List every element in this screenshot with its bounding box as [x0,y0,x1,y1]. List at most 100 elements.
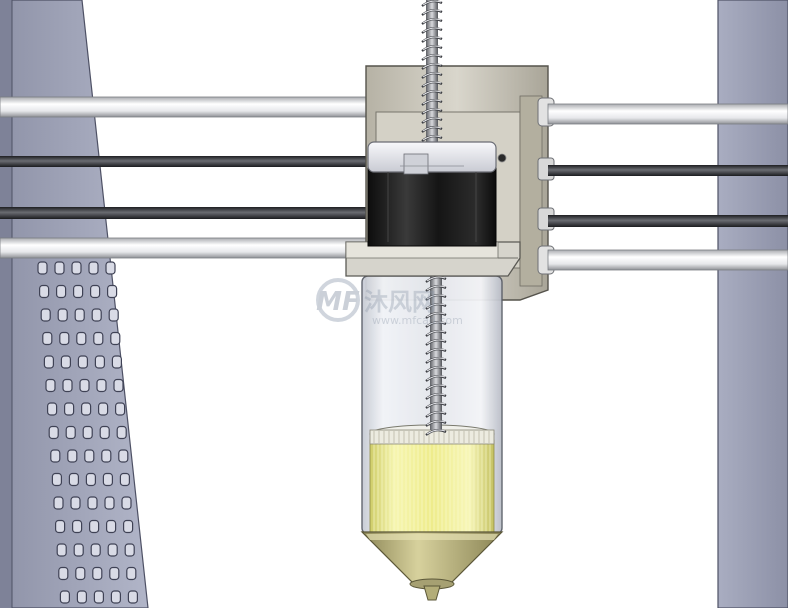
left-frame-panel [0,0,149,608]
vent-slot [56,543,67,557]
vent-slot [54,261,65,275]
vent-slot [114,402,126,416]
vent-slot [92,566,103,581]
rod-dark-lower-right [548,215,788,227]
vent-slot [58,566,69,581]
vent-slot [110,331,121,346]
vent-slot [50,449,61,463]
vent-slot [71,519,83,534]
vent-slot [54,519,66,534]
vent-slot [82,425,93,440]
vent-slot [60,355,72,369]
rod-white-upper-right [547,103,788,125]
vent-slot [90,543,101,557]
vent-slot [77,355,89,369]
vent-slot [53,496,64,510]
vent-slot [74,308,85,322]
rod-dark-lower-left [0,207,372,219]
watermark-logo: MF [316,287,360,317]
vent-slot [105,261,116,275]
vent-slot [70,496,81,510]
vent-slot [62,378,73,393]
right-frame-panel [717,0,788,608]
vent-slot [76,331,87,346]
vent-slot [72,284,84,299]
vent-slot [88,261,99,275]
motor-mount-plate [345,241,521,277]
vent-slot [111,355,123,369]
vent-slot [113,378,124,393]
vent-slot [76,590,88,604]
vent-slot [104,496,115,510]
watermark-brand: 沐风网 [364,288,436,316]
vent-slot [105,519,117,534]
rod-white-lower-left [0,237,373,259]
vent-slot [45,378,56,393]
vent-slot [84,449,95,463]
vent-slot [75,566,86,581]
vent-slot [88,519,100,534]
vent-slot [37,261,48,275]
lead-screw-inner [425,275,447,436]
paste-texture [373,444,491,532]
vent-slot [59,590,71,604]
vent-slot [102,472,114,487]
rod-white-upper-left [0,96,373,118]
vent-slot [101,449,112,463]
vent-slot [119,472,131,487]
rod-dark-upper-right [548,165,788,176]
vent-slot [40,308,51,322]
lead-screw-upper [421,0,443,151]
vent-slot [85,472,97,487]
rod-white-lower-right [547,249,788,271]
vent-slot [97,402,109,416]
vent-slot [79,378,90,393]
vent-slot [57,308,68,322]
nozzle-tip [423,585,441,601]
vent-slot [80,402,92,416]
right-guide-rods [547,103,788,271]
vent-slot [118,449,129,463]
watermark-url: www.mfcad.com [372,314,463,327]
rod-dark-upper-left [0,156,372,167]
vent-slot [48,425,59,440]
vent-slot [73,543,84,557]
vent-slot [43,355,55,369]
vent-slot [94,355,106,369]
vent-slot-grid [37,261,138,604]
vent-slot [99,425,110,440]
vent-slot [67,449,78,463]
plunger-ribs [373,431,490,443]
vent-slot [127,590,138,604]
vent-slot [96,378,107,393]
vent-slot [71,261,82,275]
vent-slot [46,402,58,416]
vent-slot [93,590,105,604]
vent-slot [38,284,50,299]
vent-slot [63,402,75,416]
vent-slot [109,566,120,581]
motor-screw-icon [497,153,507,163]
vent-slot [42,331,53,346]
vent-slot [106,284,118,299]
vent-slot [87,496,98,510]
watermark: MF 沐风网 www.mfcad.com [316,278,463,327]
vent-slot [107,543,118,557]
stepper-motor [367,141,507,247]
vent-slot [59,331,70,346]
vent-slot [93,331,104,346]
vent-slot [89,284,101,299]
nozzle-cone [360,531,504,601]
vent-slot [91,308,102,322]
vent-slot [122,519,134,534]
vent-slot [110,590,122,604]
vent-slot [51,472,63,487]
vent-slot [116,425,127,440]
vent-slot [108,308,119,322]
vent-slot [68,472,80,487]
vent-slot [55,284,67,299]
vent-slot [121,496,132,510]
paste-fill [369,439,495,535]
vent-slot [65,425,76,440]
vent-slot [126,566,137,581]
